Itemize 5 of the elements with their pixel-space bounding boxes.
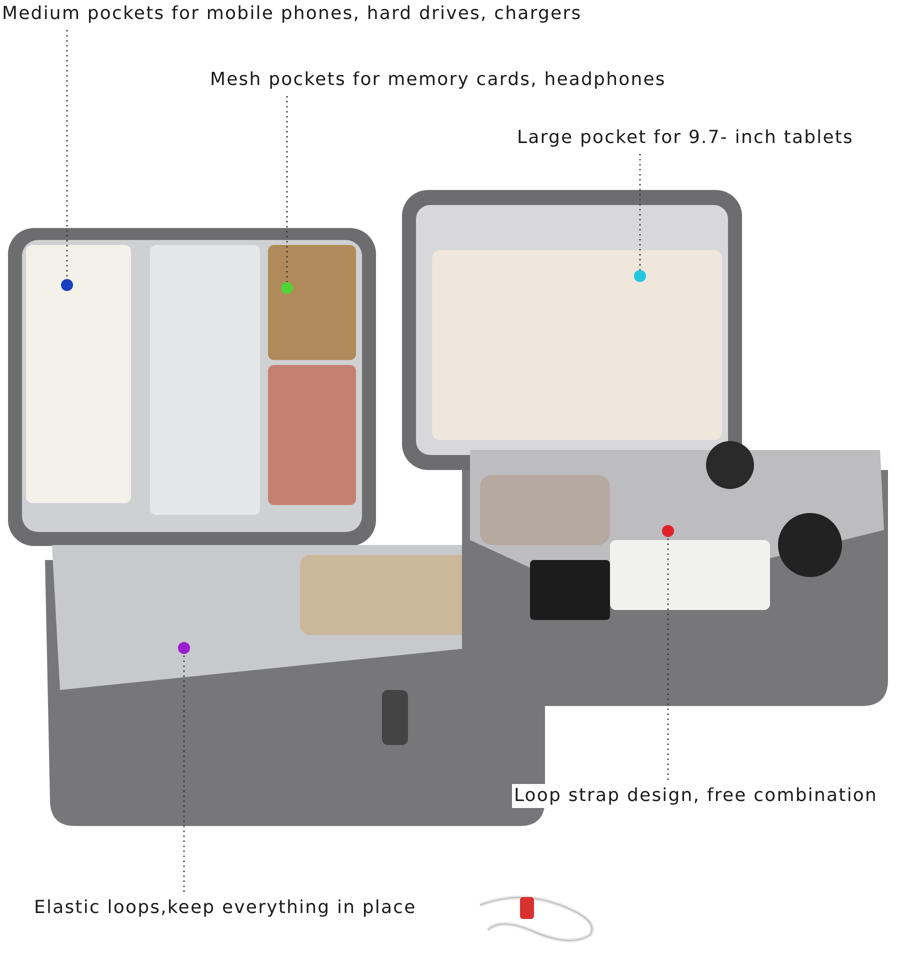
leader-line [66, 30, 68, 279]
leader-line [183, 654, 185, 892]
leader-line [286, 96, 288, 282]
leader-line [667, 537, 669, 780]
leader-line [639, 154, 641, 270]
